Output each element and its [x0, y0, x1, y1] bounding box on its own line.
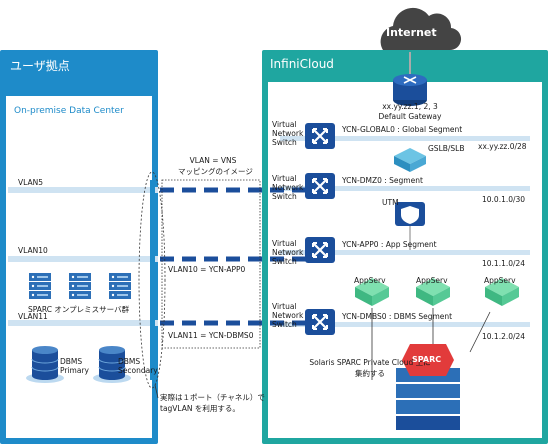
- note-pointer: [154, 384, 159, 399]
- segment-dmz-cidr: 10.0.1.0/30: [482, 195, 526, 204]
- vns-switch-icon: [303, 171, 337, 201]
- vns-label: Virtual Network Switch: [272, 120, 304, 147]
- segment-app-cidr: 10.1.1.0/24: [482, 259, 526, 268]
- dmz-segment-line: [280, 186, 530, 191]
- gslb-icon: [394, 148, 426, 172]
- appserv-label: AppServ: [354, 276, 386, 285]
- server-icon: [29, 273, 51, 299]
- trunk-note: 実際は１ポート（チャネル）で tagVLAN を利用する。: [160, 393, 265, 413]
- sparc-note: Solaris SPARC Private Cloud 上に 集約する: [309, 358, 431, 378]
- segment-global-name: YCN-GLOBAL0 : Global Segment: [342, 125, 463, 134]
- vns-label: Virtual Network Switch: [272, 174, 304, 201]
- mapping-vlan10: VLAN10 = YCN-APP0: [168, 265, 246, 274]
- server-icon: [109, 273, 131, 299]
- segment-dbms-name: YCN-DMBS0 : DBMS Segment: [342, 312, 453, 321]
- appserv-label: AppServ: [484, 276, 516, 285]
- sparc-server-icon: [396, 344, 460, 430]
- vlan5-label: VLAN5: [18, 178, 43, 187]
- vns-label: Virtual Network Switch: [272, 302, 304, 329]
- segment-global-cidr: xx.yy.zz.0/28: [478, 142, 527, 151]
- global-segment-line: [280, 136, 530, 141]
- appserv-label: AppServ: [416, 276, 448, 285]
- gateway-label: Default Gateway: [378, 112, 442, 121]
- vns-label: Virtual Network Switch: [272, 239, 304, 266]
- mapping-vlan11: VLAN11 = YCN-DBMS0: [168, 331, 254, 340]
- trunk-line: [150, 180, 155, 380]
- gateway-ip: xx.yy.zz.1, 2, 3: [382, 102, 438, 111]
- utm-icon: [395, 202, 425, 226]
- utm-label: UTM: [382, 198, 399, 207]
- mapping-dashes: [160, 187, 310, 326]
- db-primary-label: DBMS Primary: [60, 357, 89, 375]
- user-site-title: ユーザ拠点: [10, 59, 70, 73]
- vlan11-line: [8, 320, 158, 326]
- onprem-subtitle: On-premise Data Center: [14, 106, 124, 116]
- segment-app-name: YCN-APP0 : App Segment: [342, 240, 437, 249]
- mapping-title: VLAN = VNS マッピングのイメージ: [178, 156, 253, 176]
- internet-label: Internet: [386, 26, 437, 39]
- internet-cloud-icon: [380, 7, 462, 51]
- vlan10-label: VLAN10: [18, 246, 48, 255]
- vns-switch-icon: [303, 307, 337, 337]
- router-icon: [393, 74, 427, 106]
- vns-switch-icon: [303, 235, 337, 265]
- vlan11-label: VLAN11: [18, 312, 48, 321]
- server-icon: [69, 273, 91, 299]
- dbms-segment-line: [280, 322, 530, 327]
- db-primary-icon: [25, 345, 65, 384]
- gslb-label: GSLB/SLB: [428, 144, 465, 153]
- vlan10-line: [8, 256, 158, 262]
- app-segment-line: [280, 250, 530, 255]
- vns-switch-icon: [303, 121, 337, 151]
- mapping-box: [161, 179, 261, 349]
- segment-dbms-cidr: 10.1.2.0/24: [482, 332, 526, 341]
- infinicloud-title: InfiniCloud: [270, 57, 334, 71]
- segment-dmz-name: YCN-DMZ0 : Segment: [342, 176, 423, 185]
- server-group-label: SPARC オンプレミスサーバ群: [28, 305, 130, 314]
- trunk-ellipse: [138, 171, 166, 389]
- vlan5-line: [8, 187, 158, 193]
- sparc-label: SPARC: [412, 355, 442, 364]
- db-secondary-label: DBMS Secondary: [118, 357, 158, 375]
